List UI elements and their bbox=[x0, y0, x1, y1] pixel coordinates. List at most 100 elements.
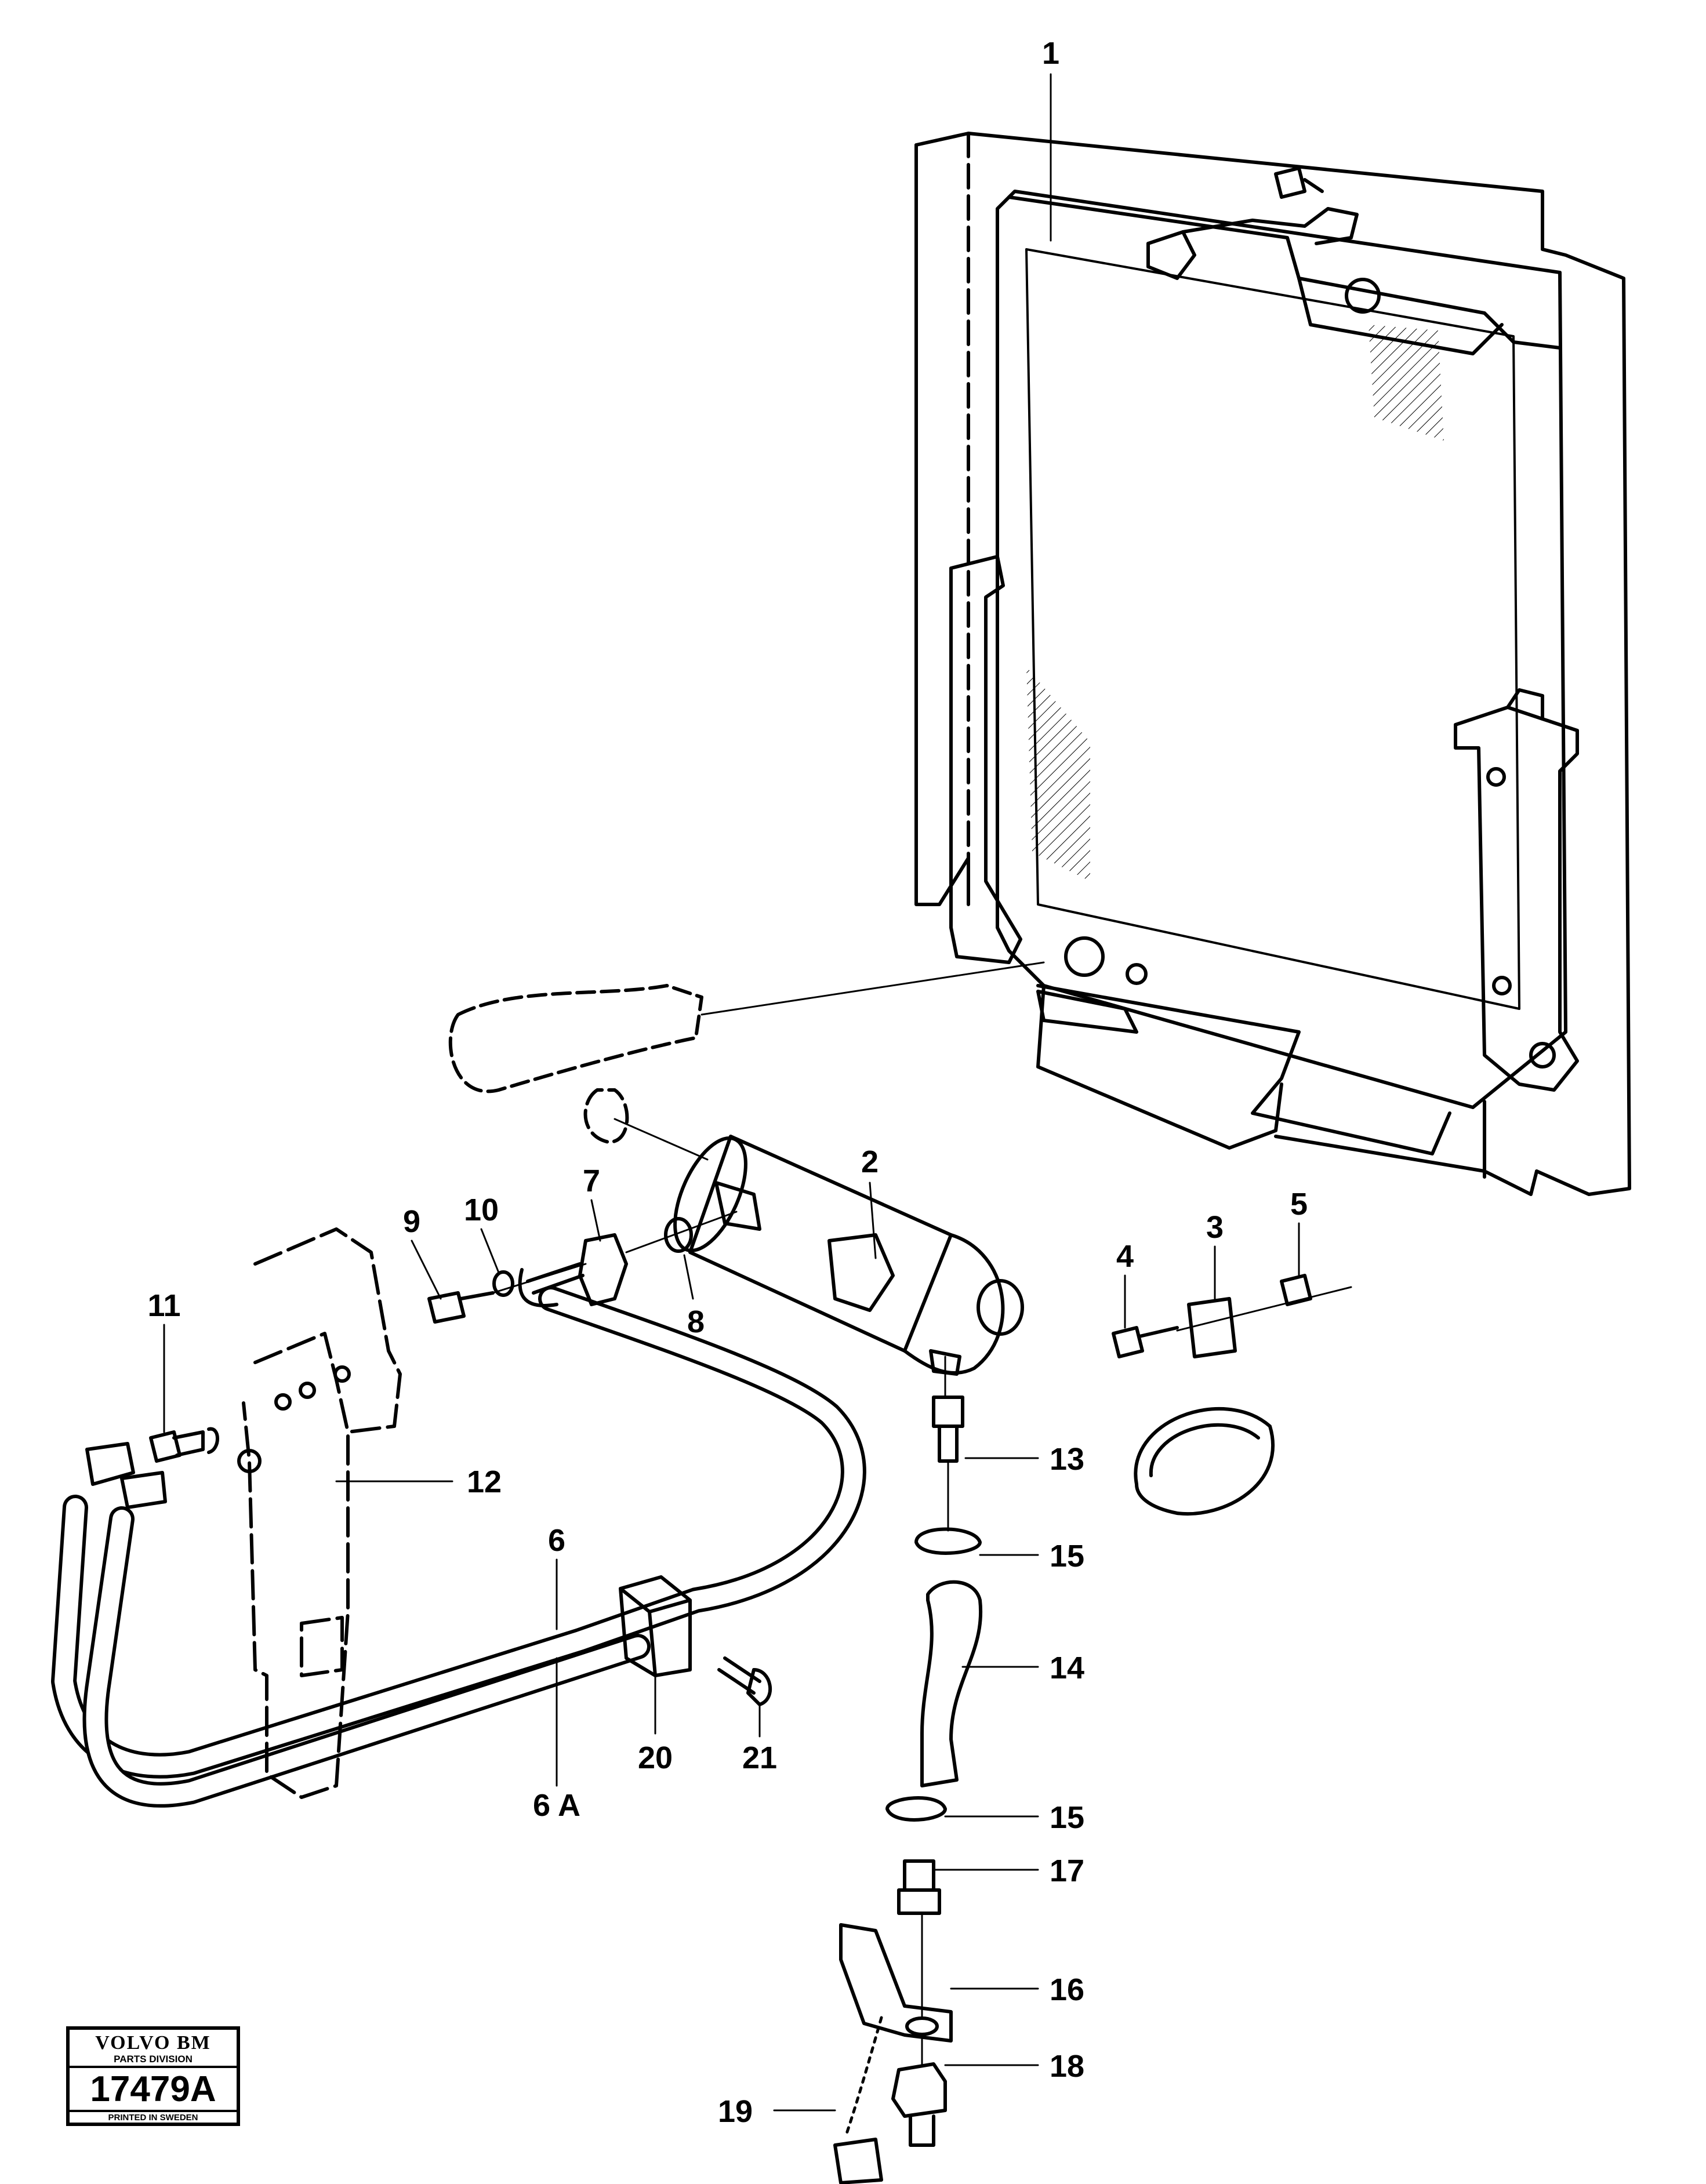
drain-nipple-13 bbox=[932, 1396, 964, 1463]
oil-line-elbow bbox=[518, 1268, 558, 1307]
radiator bbox=[914, 132, 1631, 1196]
housing-port-4 bbox=[237, 1449, 262, 1473]
callout-5: 5 bbox=[1290, 1187, 1308, 1222]
callout-10: 10 bbox=[464, 1193, 499, 1227]
oil-cooler-bottom-port bbox=[929, 1349, 961, 1376]
radiator-bracket-bolt-2 bbox=[1492, 976, 1512, 995]
fitting-nipple bbox=[149, 1430, 205, 1463]
callout-14: 14 bbox=[1050, 1651, 1084, 1685]
callout-11: 11 bbox=[147, 1288, 180, 1323]
callout-21: 21 bbox=[742, 1740, 777, 1775]
stamp-divider bbox=[70, 2110, 237, 2112]
housing-port-3 bbox=[333, 1365, 351, 1383]
radiator-bottom-tank bbox=[1036, 984, 1451, 1155]
callout-3: 3 bbox=[1206, 1210, 1224, 1245]
radiator-inner-frame bbox=[996, 190, 1567, 1109]
housing-outline bbox=[242, 1227, 402, 1799]
radiator-cap-bracket bbox=[1146, 230, 1196, 280]
leader-lines bbox=[163, 73, 1352, 2112]
radiator-core bbox=[1025, 248, 1520, 1010]
radiator-top-tank bbox=[1007, 195, 1562, 350]
oil-cooler-body bbox=[688, 1135, 953, 1353]
oil-cooler bbox=[673, 1135, 1024, 1376]
drain-hose-14 bbox=[920, 1580, 983, 1787]
leader-bolt9-axis bbox=[492, 1263, 587, 1294]
radiator-bracket-bolt-1 bbox=[1486, 767, 1506, 787]
callout-2: 2 bbox=[861, 1144, 879, 1179]
volvo-bm-stamp: VOLVO BM PARTS DIVISION 17479A PRINTED I… bbox=[66, 2026, 240, 2126]
callout-labels: 1 2 3 4 5 6 6 A 7 8 9 10 11 12 13 14 15 … bbox=[147, 36, 1308, 2129]
fitting-nut-upper bbox=[85, 1442, 135, 1486]
callout-15a: 15 bbox=[1050, 1539, 1084, 1574]
upper-hose-phantom bbox=[448, 984, 703, 1093]
housing-port-2 bbox=[299, 1382, 316, 1399]
drain-cap-19 bbox=[833, 2138, 883, 2184]
radiator-left-side bbox=[914, 143, 970, 906]
housing-inner bbox=[253, 1332, 350, 1434]
upper-hose-end bbox=[583, 1088, 629, 1144]
stamp-brand: VOLVO BM bbox=[95, 2032, 211, 2054]
callout-16: 16 bbox=[1050, 1972, 1084, 2007]
callout-15b: 15 bbox=[1050, 1800, 1084, 1835]
hose-clamp-15-lower bbox=[885, 1796, 947, 1822]
stamp-printed-in: PRINTED IN SWEDEN bbox=[108, 2113, 198, 2123]
radiator-bracket-bolt-3 bbox=[1529, 1042, 1556, 1069]
callout-4: 4 bbox=[1116, 1239, 1134, 1274]
radiator-core-hatch bbox=[1369, 325, 1444, 441]
stamp-drawing-number: 17479A bbox=[90, 2069, 216, 2109]
fitting-nut-lower bbox=[120, 1471, 167, 1509]
flange-7 bbox=[578, 1233, 628, 1306]
radiator-base-rail bbox=[1274, 1100, 1538, 1196]
callout-1: 1 bbox=[1042, 36, 1059, 71]
radiator-sensor bbox=[1274, 166, 1324, 199]
callout-6A: 6 A bbox=[533, 1788, 580, 1823]
leader-8 bbox=[683, 1254, 694, 1300]
adapter-17 bbox=[897, 1859, 941, 1915]
hose-clamp-15-upper bbox=[914, 1527, 982, 1555]
radiator-outlet-pipe bbox=[1064, 936, 1105, 977]
assembly-leader-radiator-to-hose bbox=[700, 961, 1045, 1016]
assembly-leader-hose-to-cooler bbox=[614, 1118, 709, 1161]
leader-10 bbox=[480, 1228, 500, 1274]
callout-6: 6 bbox=[548, 1523, 565, 1558]
bracket-hole bbox=[905, 2016, 939, 2036]
radiator-outer-frame bbox=[914, 132, 1631, 1196]
oil-cooler-port-left bbox=[714, 1181, 761, 1231]
radiator-filler-boss bbox=[1345, 278, 1381, 314]
transmission-housing bbox=[242, 1227, 402, 1799]
oil-line-upper-core bbox=[55, 1289, 863, 1775]
retaining-chain bbox=[845, 2016, 883, 2135]
fitting-washer bbox=[207, 1427, 219, 1454]
hose-clamp-band-3 bbox=[1134, 1407, 1275, 1516]
oil-cooler-end-right bbox=[903, 1233, 1005, 1375]
leader-2 bbox=[869, 1182, 877, 1259]
stamp-division: PARTS DIVISION bbox=[114, 2054, 193, 2065]
radiator-left-bracket bbox=[949, 555, 1022, 964]
clamp-bolt-4 bbox=[1112, 1326, 1179, 1358]
bolt-9 bbox=[427, 1291, 495, 1324]
callout-17: 17 bbox=[1050, 1854, 1084, 1888]
pipe-clamp-block bbox=[619, 1575, 692, 1677]
bracket-16 bbox=[839, 1923, 953, 2043]
radiator-right-bracket bbox=[1454, 706, 1579, 1092]
washer-10 bbox=[492, 1270, 514, 1297]
callout-20: 20 bbox=[638, 1740, 673, 1775]
radiator-right-bracket-top bbox=[1506, 688, 1544, 721]
callout-9: 9 bbox=[403, 1204, 420, 1239]
clamp-nut-5 bbox=[1280, 1274, 1312, 1306]
leader-7 bbox=[590, 1199, 601, 1242]
oil-line-lower-core bbox=[86, 1510, 647, 1804]
leader-9 bbox=[411, 1240, 442, 1300]
radiator-bottom-tank-front bbox=[1036, 984, 1283, 1150]
clamp-bolt bbox=[717, 1656, 772, 1706]
hose-clamp-lug bbox=[1187, 1297, 1237, 1358]
stamp-divider bbox=[70, 2066, 237, 2068]
callout-12: 12 bbox=[467, 1465, 502, 1499]
radiator-drain-boss bbox=[1126, 963, 1148, 985]
o-ring-8 bbox=[664, 1217, 693, 1253]
housing-port-1 bbox=[274, 1393, 292, 1411]
callout-13: 13 bbox=[1050, 1442, 1084, 1477]
housing-boss bbox=[300, 1616, 344, 1677]
oil-cooler-port-right bbox=[827, 1233, 895, 1312]
